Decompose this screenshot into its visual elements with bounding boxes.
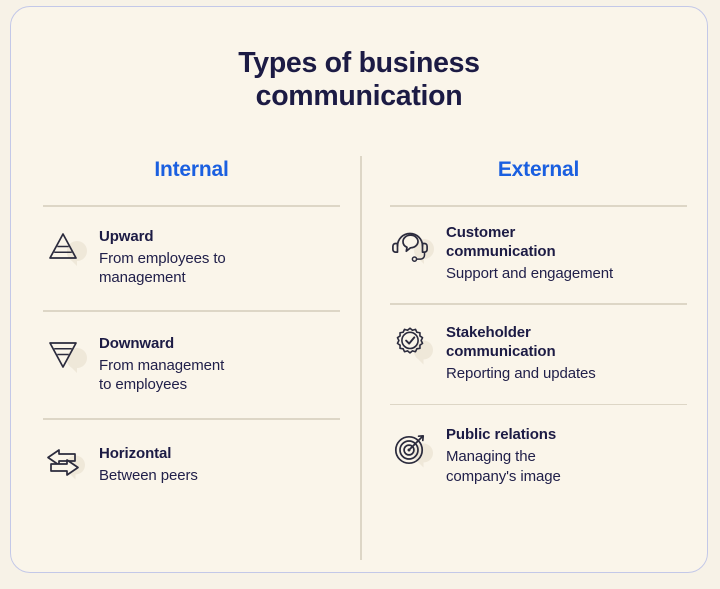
headset-chat-icon (390, 223, 436, 269)
item-title-upward: Upward (99, 227, 154, 245)
item-rule-internal-1 (43, 310, 340, 312)
item-text-stakeholder-communication: Stakeholder communication Reporting and … (446, 321, 687, 384)
item-title-public-relations: Public relations (446, 426, 557, 444)
item-desc-customer-communication: Support and engagement (446, 264, 614, 282)
column-internal: Internal Upward F (11, 143, 360, 571)
item-text-public-relations: Public relations Managing the company's … (446, 423, 687, 487)
item-desc-line-1: Managing the (446, 448, 536, 466)
list-item-upward: Upward From employees to management (43, 207, 340, 289)
item-text-upward: Upward From employees to management (99, 225, 340, 289)
item-desc-upward: From employees to management (99, 246, 340, 289)
item-desc-downward: From management to employees (99, 353, 340, 396)
columns-container: Internal Upward F (11, 143, 707, 571)
item-rule-external-1 (390, 303, 687, 305)
item-desc-line-2: company's image (446, 468, 561, 486)
badge-check-icon (390, 323, 436, 369)
pyramid-down-icon (43, 332, 89, 378)
item-text-downward: Downward From management to employees (99, 332, 340, 396)
page-title-line-2: communication (255, 80, 463, 113)
list-item-customer-communication: Customer communication Support and engag… (390, 207, 687, 284)
heading-rule-internal (43, 205, 340, 207)
item-desc-line-2: to employees (99, 376, 188, 394)
page-title-line-1: Types of business (238, 47, 480, 79)
item-text-horizontal: Horizontal Between peers (99, 442, 340, 486)
list-item-downward: Downward From management to employees (43, 312, 340, 396)
item-title-stakeholder-communication: Stakeholder communication (446, 323, 687, 361)
page-title: Types of business communication (11, 7, 707, 114)
item-title-downward: Downward (99, 334, 175, 352)
item-title-line-1: Stakeholder (446, 323, 531, 341)
column-heading-external: External (497, 158, 580, 181)
item-title-line-2: communication (446, 242, 556, 260)
item-desc-line-1: From employees to (99, 249, 226, 267)
list-item-public-relations: Public relations Managing the company's … (390, 405, 687, 487)
item-title-horizontal: Horizontal (99, 444, 172, 462)
item-title-line-2: communication (446, 342, 556, 360)
item-list-external: Customer communication Support and engag… (390, 207, 687, 487)
item-desc-public-relations: Managing the company's image (446, 444, 687, 487)
item-title-line-1: Customer (446, 223, 516, 241)
item-list-internal: Upward From employees to management (43, 207, 340, 486)
column-divider (360, 156, 362, 560)
pyramid-up-icon (43, 225, 89, 271)
item-desc-horizontal: Between peers (99, 466, 198, 484)
column-external: External (360, 143, 707, 571)
list-item-horizontal: Horizontal Between peers (43, 420, 340, 486)
column-heading-internal: Internal (154, 158, 229, 181)
heading-rule-external (390, 205, 687, 207)
item-desc-stakeholder-communication: Reporting and updates (446, 364, 596, 382)
item-text-customer-communication: Customer communication Support and engag… (446, 221, 687, 284)
item-title-customer-communication: Customer communication (446, 223, 687, 261)
item-desc-line-2: management (99, 269, 186, 287)
infographic-card: Types of business communication Internal (10, 6, 708, 573)
item-rule-internal-2 (43, 418, 340, 420)
item-rule-external-2 (390, 403, 687, 406)
horizontal-arrows-icon (43, 440, 89, 486)
target-arrow-icon (390, 427, 436, 473)
item-desc-line-1: From management (99, 356, 225, 374)
list-item-stakeholder-communication: Stakeholder communication Reporting and … (390, 305, 687, 384)
